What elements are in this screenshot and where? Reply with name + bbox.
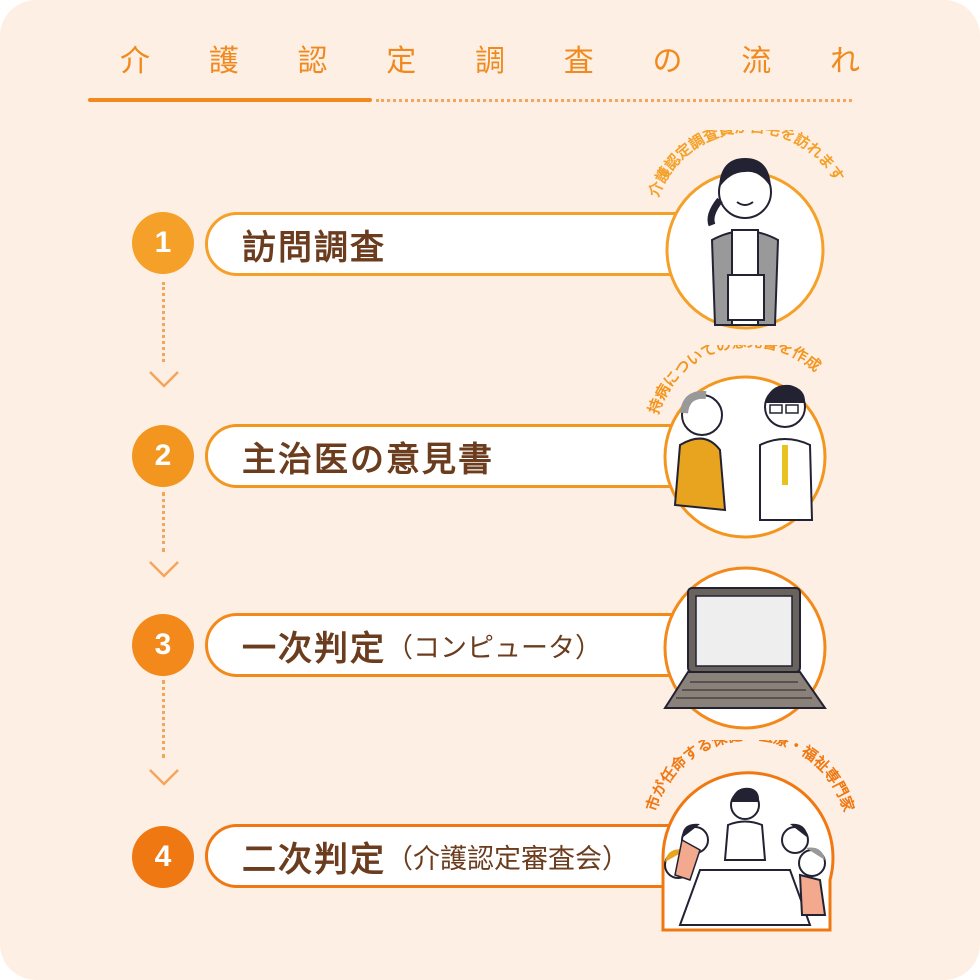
title-underline [88, 98, 372, 102]
step-number: 4 [154, 840, 172, 873]
step-3-label-box: 一次判定（コンピュータ） [205, 613, 705, 677]
title-char: れ [830, 44, 860, 79]
step-1-label-box: 訪問調査 [205, 212, 705, 276]
title-char: 調 [475, 44, 505, 79]
title-underline-dotted [376, 99, 852, 102]
step-number: 2 [154, 439, 172, 472]
step-3-number-badge: 3 [132, 614, 194, 676]
step-3-subtitle: （コンピュータ） [386, 632, 602, 664]
page-title: 介 護 認 定 調 査 の 流 れ [120, 36, 860, 80]
step-4-number-badge: 4 [132, 826, 194, 888]
doctor-icon [759, 384, 814, 521]
step-number: 1 [154, 226, 172, 259]
connector-dotted-line [162, 680, 165, 758]
connector-dotted-line [162, 282, 165, 362]
meeting-people-icon [664, 787, 827, 926]
chevron-down-icon [149, 769, 179, 786]
laptop-icon [663, 587, 827, 709]
title-char: 査 [563, 44, 594, 79]
patient-icon [673, 390, 727, 512]
chevron-down-icon [149, 561, 179, 578]
title-char: 護 [208, 44, 239, 79]
title-char: 定 [386, 44, 417, 79]
step-2-title: 主治医の意見書 [242, 439, 494, 480]
connector-dotted-line [162, 492, 165, 552]
step-3-title: 一次判定 [242, 628, 386, 669]
title-char: の [652, 44, 683, 79]
step-1-title: 訪問調査 [242, 227, 386, 268]
investigator-woman-icon [707, 158, 780, 326]
step-3-illustration [663, 566, 827, 730]
step-2-label-box: 主治医の意見書 [205, 424, 705, 488]
step-4-label-box: 二次判定（介護認定審査会） [205, 824, 705, 888]
step-1-illustration: 介護認定調査員が自宅を訪れます [644, 130, 848, 330]
title-char: 流 [741, 44, 772, 79]
title-char: 介 [120, 44, 150, 79]
title-char: 認 [297, 44, 328, 79]
step-4-illustration: 市が任命する保健・医療・福祉専門家 [642, 740, 858, 932]
chevron-down-icon [149, 371, 179, 388]
step-2-illustration: 持病についての意見書を作成 [645, 345, 827, 539]
step-4-subtitle: （介護認定審査会） [386, 843, 629, 875]
step-4-title: 二次判定 [242, 839, 386, 880]
step-1-number-badge: 1 [132, 212, 194, 274]
step-2-number-badge: 2 [132, 425, 194, 487]
step-number: 3 [154, 628, 172, 661]
